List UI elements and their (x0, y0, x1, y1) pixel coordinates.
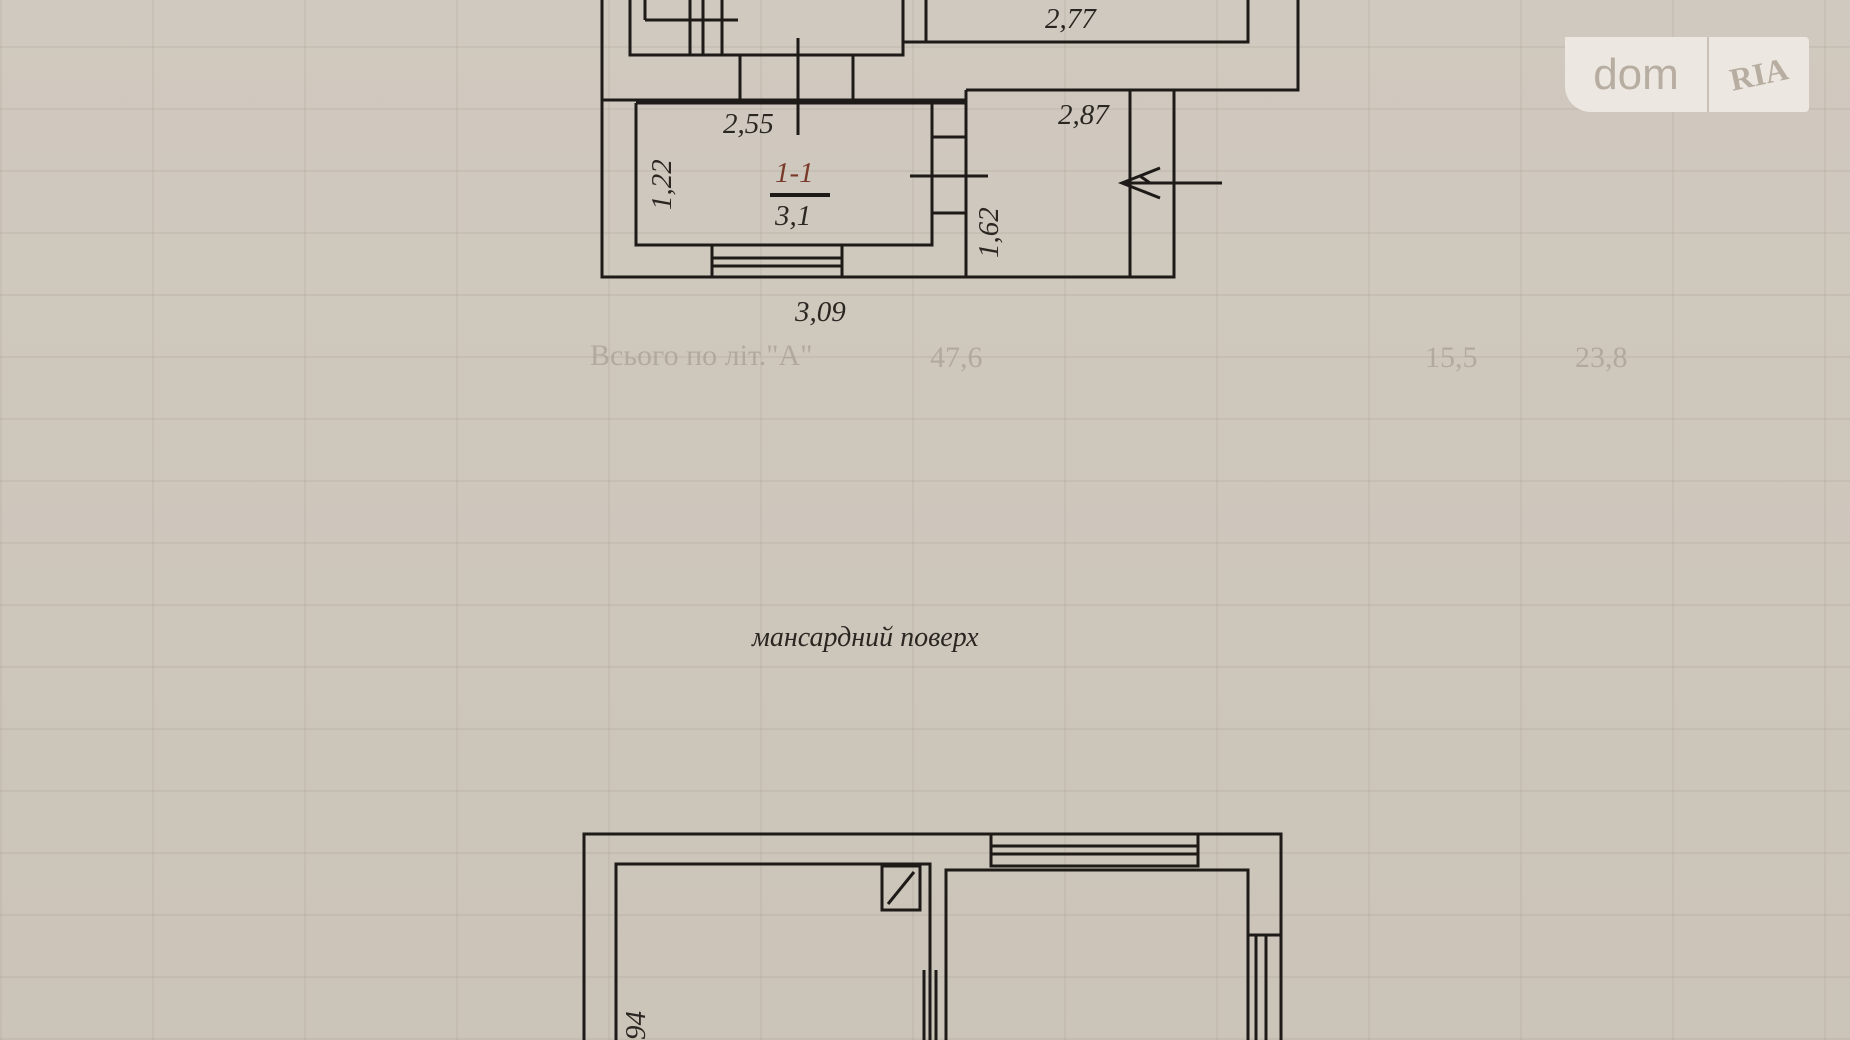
dim-room-top: 2,55 (723, 108, 774, 140)
domria-watermark-logo: dom RIA (1565, 37, 1809, 112)
dim-lower-left: 94 (620, 1011, 652, 1040)
table-total-area: 47,6 (930, 341, 983, 374)
table-value-b: 23,8 (1575, 341, 1628, 374)
room-number: 1-1 (775, 157, 814, 189)
watermark-dom: dom (1565, 37, 1709, 112)
table-value-a: 15,5 (1425, 341, 1478, 374)
dim-left: 1,22 (646, 159, 678, 210)
upper-plan (600, 0, 1300, 279)
dim-middle: 1,62 (973, 207, 1005, 258)
lower-plan (582, 832, 1283, 1040)
watermark-ria: RIA (1726, 50, 1792, 98)
dim-top: 2,77 (1045, 3, 1097, 35)
dim-right-room: 2,87 (1058, 99, 1110, 131)
table-total-label: Всього по літ."А" (590, 339, 812, 372)
floor-label: мансардний поверх (751, 622, 979, 653)
room-area: 3,1 (774, 200, 811, 232)
dim-bottom: 3,09 (794, 296, 846, 328)
